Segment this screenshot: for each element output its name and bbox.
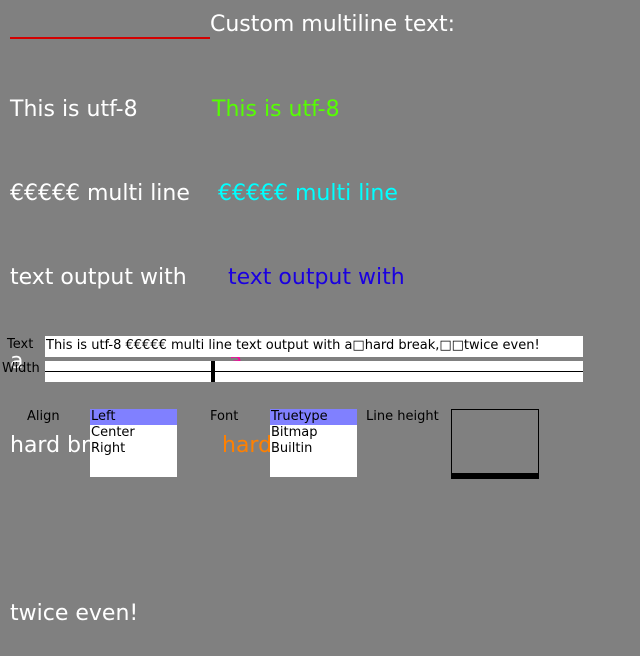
- width-slider-label: Width: [2, 361, 40, 376]
- line-height-slider-handle[interactable]: [452, 473, 538, 478]
- text-line: This is utf-8: [10, 97, 138, 122]
- text-input-value: This is utf-8 €€€€€ multi line text outp…: [46, 338, 540, 353]
- width-slider-handle[interactable]: [211, 361, 215, 382]
- align-option-left[interactable]: Left: [90, 409, 177, 425]
- custom-text-heading: Custom multiline text:: [210, 12, 456, 37]
- text-line: [10, 516, 190, 544]
- font-listbox[interactable]: Truetype Bitmap Builtin: [270, 409, 357, 477]
- text-input[interactable]: This is utf-8 €€€€€ multi line text outp…: [45, 336, 583, 357]
- line-height-slider[interactable]: [451, 409, 539, 479]
- text-width-marker: [10, 37, 210, 39]
- font-label: Font: [210, 409, 239, 424]
- font-option-builtin[interactable]: Builtin: [271, 441, 313, 456]
- align-listbox[interactable]: Left Center Right: [90, 409, 177, 477]
- text-line: twice even!: [10, 601, 139, 626]
- line-height-label: Line height: [366, 409, 439, 424]
- text-field-label: Text: [7, 337, 34, 352]
- text-line: a: [10, 349, 24, 374]
- align-option-center[interactable]: Center: [91, 425, 135, 440]
- width-slider-track: [45, 371, 583, 372]
- custom-line-3: text output with: [228, 265, 405, 290]
- width-slider[interactable]: [45, 361, 583, 382]
- font-option-bitmap[interactable]: Bitmap: [271, 425, 318, 440]
- custom-line-1: This is utf-8: [212, 97, 340, 122]
- align-label: Align: [27, 409, 60, 424]
- font-option-truetype[interactable]: Truetype: [270, 409, 357, 425]
- text-line: €€€€€ multi line: [10, 181, 190, 206]
- custom-line-2: €€€€€ multi line: [218, 181, 398, 206]
- text-line: text output with: [10, 265, 187, 290]
- align-option-right[interactable]: Right: [91, 441, 126, 456]
